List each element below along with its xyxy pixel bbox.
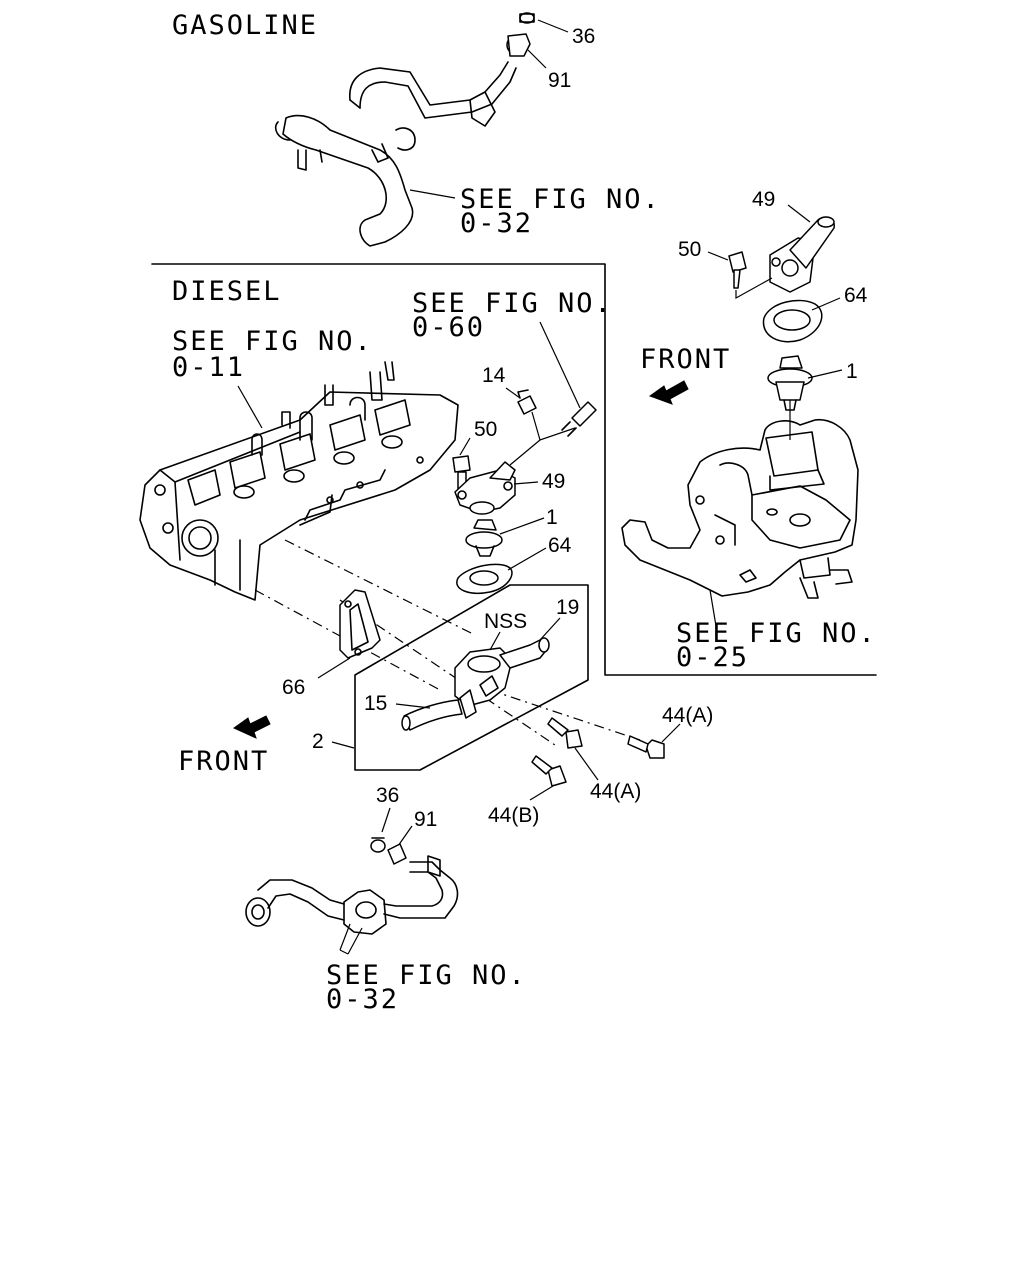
- water-outlet-assembly: [454, 637, 550, 719]
- callout-44a-right: 44(A): [662, 704, 713, 727]
- callout-44a-mid: 44(A): [590, 780, 641, 803]
- gasoline-hose-36-91: [506, 12, 535, 57]
- label-nss: NSS: [484, 610, 527, 633]
- callout-64-right: 64: [844, 284, 868, 307]
- lower-pipe-ref-line2: 0-32: [326, 984, 399, 1015]
- sensor-14: [517, 389, 537, 415]
- diesel-sensor-ref-line1: SEE FIG NO.: [412, 288, 613, 319]
- clip-36-bottom: [370, 837, 386, 853]
- callout-64-mid: 64: [548, 534, 572, 557]
- callout-19: 19: [556, 596, 579, 619]
- hose-91-bottom: [387, 843, 407, 865]
- diesel-thermostat-1: [465, 519, 503, 557]
- front-label-right: FRONT: [640, 344, 731, 375]
- callout-91-top: 91: [548, 69, 571, 92]
- gasoline-thermostat-housing-49: [769, 216, 835, 293]
- temperature-sensor: [561, 401, 597, 437]
- callout-44b: 44(B): [488, 804, 539, 827]
- callout-1-right: 1: [846, 360, 858, 383]
- gasket-66: [339, 589, 381, 659]
- gasoline-water-pipe: [274, 61, 517, 247]
- bolt-44a-right: [627, 735, 665, 759]
- gasoline-bolt-50: [728, 251, 747, 289]
- callout-2: 2: [312, 730, 324, 753]
- lower-water-pipe: [245, 855, 459, 935]
- assembly-outline: [354, 584, 589, 771]
- bolt-44b: [531, 755, 567, 787]
- gasoline-pipe-ref-line1: SEE FIG NO.: [460, 184, 661, 215]
- callout-36-bottom: 36: [376, 784, 399, 807]
- callout-14: 14: [482, 364, 506, 387]
- gasoline-section-title: GASOLINE: [172, 10, 318, 41]
- front-arrow-right-icon: [648, 380, 689, 405]
- callout-36-top: 36: [572, 25, 595, 48]
- callout-1-mid: 1: [546, 506, 558, 529]
- front-label-left: FRONT: [178, 746, 269, 777]
- front-arrow-left-icon: [233, 715, 271, 739]
- callout-50-right: 50: [678, 238, 701, 261]
- gasoline-pipe-ref-line2: 0-32: [460, 208, 533, 239]
- callout-91-bottom: 91: [414, 808, 437, 831]
- manifold-ref-line1: SEE FIG NO.: [676, 618, 877, 649]
- diesel-head-ref-line2: 0-11: [172, 352, 245, 383]
- diesel-section-frame: [151, 263, 877, 676]
- diesel-thermostat-housing-49: [454, 461, 516, 515]
- intake-manifold: [621, 418, 859, 599]
- cylinder-head: [139, 361, 459, 601]
- hose-15: [401, 699, 463, 731]
- diesel-head-ref-line1: SEE FIG NO.: [172, 326, 373, 357]
- callout-66: 66: [282, 676, 305, 699]
- bolt-44a-mid: [547, 717, 583, 749]
- gasoline-gasket-64: [762, 299, 823, 343]
- diesel-section-title: DIESEL: [172, 276, 282, 307]
- lower-pipe-ref-line1: SEE FIG NO.: [326, 960, 527, 991]
- callout-49-mid: 49: [542, 470, 565, 493]
- diesel-sensor-ref-line2: 0-60: [412, 312, 485, 343]
- callout-49-right: 49: [752, 188, 775, 211]
- callout-50-mid: 50: [474, 418, 497, 441]
- manifold-ref-line2: 0-25: [676, 642, 749, 673]
- diesel-gasket-64: [456, 563, 513, 594]
- callout-15: 15: [364, 692, 387, 715]
